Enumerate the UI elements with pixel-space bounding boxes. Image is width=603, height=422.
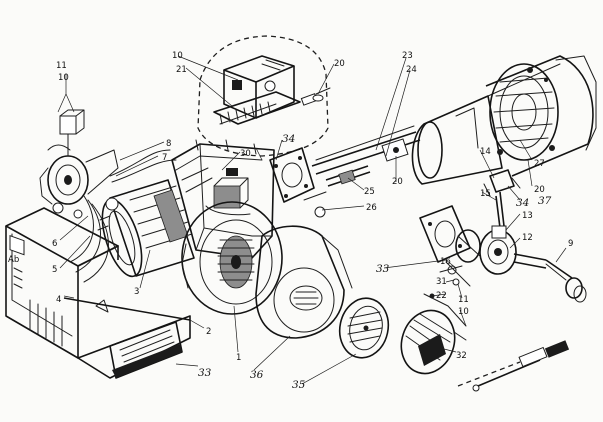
callout-c6: 6 bbox=[52, 239, 57, 249]
housing-flange-gasket bbox=[269, 147, 315, 203]
burner-motor bbox=[97, 179, 195, 278]
leader-lines bbox=[57, 55, 567, 385]
callout-c32: 32 bbox=[456, 351, 467, 361]
callout-c30: 30 bbox=[240, 149, 251, 159]
callout-c10a: 10 bbox=[172, 51, 183, 61]
callout-h36: 36 bbox=[250, 369, 264, 381]
ignition-electrodes bbox=[311, 125, 421, 175]
callout-c31: 31 bbox=[436, 277, 447, 287]
callout-h33a: 33 bbox=[198, 367, 212, 379]
base-tray bbox=[77, 315, 191, 379]
callout-c11a: 11 bbox=[56, 61, 67, 71]
callout-c5: 5 bbox=[52, 265, 57, 275]
callout-c4: 4 bbox=[56, 295, 61, 305]
callout-c15: 15 bbox=[480, 189, 491, 199]
callout-c3: 3 bbox=[134, 287, 139, 297]
callout-c7: 7 bbox=[162, 153, 167, 163]
air-damper-disc bbox=[338, 297, 390, 359]
adjusting-rod bbox=[63, 297, 191, 321]
callout-c8: 8 bbox=[166, 139, 171, 149]
callout-c21: 21 bbox=[176, 65, 187, 75]
callout-c10b: 10 bbox=[58, 73, 69, 83]
solenoid-valve bbox=[483, 169, 521, 239]
callout-c22: 22 bbox=[436, 291, 447, 301]
callout-h37: 37 bbox=[538, 195, 552, 207]
callout-c20c: 20 bbox=[534, 185, 545, 195]
fan-volute bbox=[181, 201, 283, 315]
oil-supply-line bbox=[457, 340, 570, 392]
oil-pump-right bbox=[419, 205, 587, 303]
callout-c11b: 11 bbox=[458, 295, 469, 305]
callout-c24: 24 bbox=[406, 65, 417, 75]
burner-housing bbox=[171, 139, 275, 259]
callout-c2: 2 bbox=[206, 327, 211, 337]
callout-c27: 27 bbox=[534, 159, 545, 169]
air-inlet-cover bbox=[255, 225, 353, 339]
fittings-small bbox=[423, 261, 471, 327]
callout-c25: 25 bbox=[364, 187, 375, 197]
callout-c20b: 20 bbox=[392, 177, 403, 187]
callout-h34a: 34 bbox=[282, 133, 295, 145]
control-unit-inset bbox=[197, 35, 331, 157]
svg-text:Ab: Ab bbox=[8, 255, 19, 265]
callout-labels: 1234567891010101111121314151620202021222… bbox=[52, 51, 573, 391]
callout-h35: 35 bbox=[292, 379, 306, 391]
protection-grille bbox=[400, 309, 467, 375]
callout-c9: 9 bbox=[568, 239, 573, 249]
callout-c20a: 20 bbox=[334, 59, 345, 69]
blast-tube bbox=[411, 55, 597, 185]
control-box-cover: Ab bbox=[5, 207, 119, 359]
oil-pump-assembly bbox=[39, 109, 119, 219]
callout-c10c: 10 bbox=[458, 307, 469, 317]
callout-h34b: 34 bbox=[516, 197, 529, 209]
nozzle-holder bbox=[303, 165, 371, 218]
callout-c14: 14 bbox=[480, 147, 491, 157]
callout-c1: 1 bbox=[236, 353, 241, 363]
callout-c13: 13 bbox=[522, 211, 533, 221]
callout-c26: 26 bbox=[366, 203, 377, 213]
callout-h33b: 33 bbox=[376, 263, 390, 275]
callout-c16: 16 bbox=[440, 257, 451, 267]
callout-c23: 23 bbox=[402, 51, 413, 61]
callout-c12: 12 bbox=[522, 233, 533, 243]
